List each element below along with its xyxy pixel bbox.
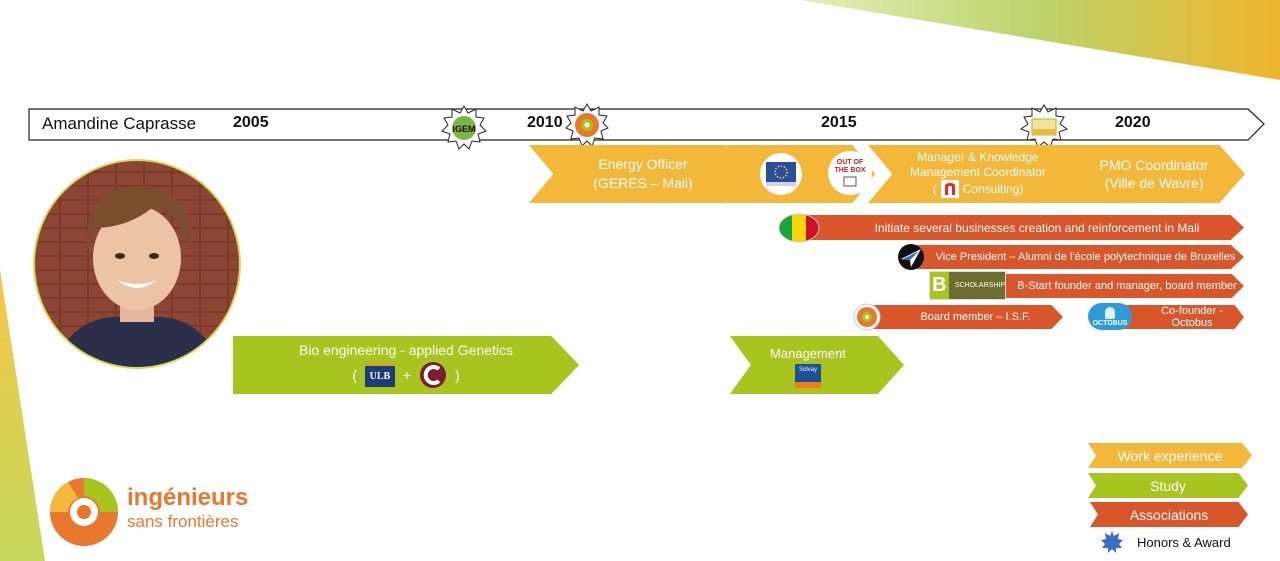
octobus-label: OCTOBUS <box>1092 320 1128 327</box>
isf-logo-line1: ingénieurs <box>127 484 249 511</box>
work-pmo-title: PMO Coordinator <box>1099 157 1209 173</box>
assoc-isf-label: Board member – I.S.F. <box>920 311 1031 323</box>
legend-associations: Associations <box>1090 502 1248 527</box>
profile-photo <box>33 159 241 369</box>
solvay-logo: Solvay <box>795 364 821 388</box>
honors-star-icon <box>1101 531 1123 553</box>
work-pmo-detail: (Ville de Wavre) <box>1104 175 1204 191</box>
study-bio-schools: ( ULB + ) <box>352 361 460 389</box>
octobus-logo: OCTOBUS <box>1088 303 1132 330</box>
work-energy-officer-detail: (GERES – Mali) <box>593 175 693 191</box>
alumni-polytechnique-logo <box>898 244 924 270</box>
legend-work: Work experience <box>1088 443 1252 468</box>
study-bio-title: Bio engineering - applied Genetics <box>298 341 514 358</box>
work-manager-km-paren: ( <box>932 181 937 196</box>
octopus-icon <box>1105 307 1115 319</box>
work-manager-km-detail: Consulting) <box>962 181 1024 196</box>
n-consulting-logo <box>940 180 959 198</box>
assoc-octobus: Co-founder - Octobus <box>1110 305 1244 329</box>
study-bio-engineering: Bio engineering - applied Genetics ( ULB… <box>233 336 579 394</box>
work-energy-officer-title: Energy Officer <box>598 156 688 172</box>
bstart-b-letter: B <box>930 272 949 299</box>
isf-logo <box>50 478 118 546</box>
assoc-isf-board: Board member – I.S.F. <box>870 305 1063 329</box>
study-management: Management Solvay <box>730 336 904 394</box>
assoc-bstart-label: B-Start founder and manager, board membe… <box>1017 280 1237 292</box>
out-of-the-box-label: OUT OF THE BOX <box>834 159 866 174</box>
box-icon <box>843 176 857 187</box>
legend-honors-label: Honors & Award <box>1137 535 1231 550</box>
year-2005: 2005 <box>233 114 269 131</box>
study-bio-plus: + <box>402 366 412 383</box>
work-manager-km-detail-row: ( Consulting) <box>932 180 1024 198</box>
louvain-logo <box>420 361 447 388</box>
igem-award-badge: iGEM <box>441 105 487 150</box>
study-management-title: Management <box>770 346 846 361</box>
out-of-the-box-logo: OUT OF THE BOX <box>828 151 872 195</box>
year-2020: 2020 <box>1115 114 1151 131</box>
assoc-vice-president: Vice President – Alumni de l'école polyt… <box>917 245 1244 269</box>
work-manager-km-title: Manager & Knowledge Management Coordinat… <box>909 150 1047 179</box>
timeline-bar <box>28 108 1265 141</box>
work-manager-km: Manager & Knowledge Management Coordinat… <box>868 145 1090 203</box>
assoc-mali-businesses: Initiate several businesses creation and… <box>800 215 1244 240</box>
year-2010: 2010 <box>527 114 563 131</box>
legend-study-label: Study <box>1150 477 1186 494</box>
n-logo-icon <box>944 183 955 195</box>
assoc-vp-label: Vice President – Alumni de l'école polyt… <box>935 251 1236 263</box>
vatican-award-badge <box>1019 104 1069 148</box>
isf-logo-line2: sans frontières <box>127 512 239 531</box>
work-energy-officer: Energy Officer (GERES – Mali) <box>529 145 751 203</box>
bstart-scholarship-logo: B SCHOLARSHIP <box>929 271 1006 300</box>
ulb-logo: ULB <box>364 362 395 387</box>
study-bio-paren-close: ) <box>455 366 460 383</box>
assoc-mali-label: Initiate several businesses creation and… <box>874 220 1200 235</box>
igem-label: iGEM <box>452 124 475 134</box>
isf-award-badge <box>565 103 609 147</box>
assoc-bstart: B-Start founder and manager, board membe… <box>1000 274 1244 298</box>
study-bio-paren-open: ( <box>352 366 357 383</box>
eu-flag-icon <box>766 162 796 186</box>
work-pmo-coordinator: PMO Coordinator (Ville de Wavre) <box>1063 145 1245 203</box>
legend-work-label: Work experience <box>1117 447 1223 464</box>
mali-flag-icon <box>778 213 820 243</box>
legend-study: Study <box>1088 473 1248 498</box>
scholarship-label: SCHOLARSHIP <box>954 282 1005 289</box>
isf-small-logo <box>853 303 881 331</box>
european-commission-logo <box>760 153 802 195</box>
year-2015: 2015 <box>821 114 857 131</box>
person-name: Amandine Caprasse <box>42 114 197 133</box>
assoc-octobus-label: Co-founder - Octobus <box>1161 305 1223 329</box>
legend-assoc-label: Associations <box>1129 506 1209 523</box>
